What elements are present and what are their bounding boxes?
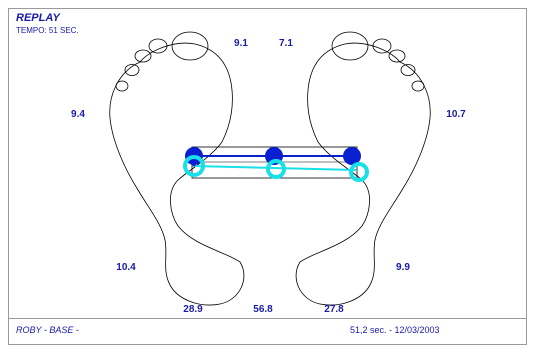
right-toe-5 — [412, 81, 424, 91]
left-toe-value: 9.1 — [221, 38, 261, 49]
footer-divider — [9, 318, 526, 319]
right-toe-2 — [373, 39, 391, 53]
right-total-value: 27.8 — [314, 304, 354, 315]
right-toe-value: 7.1 — [266, 38, 306, 49]
left-toe-3 — [135, 50, 151, 62]
light-trace-line — [194, 166, 356, 170]
left-total-value: 28.9 — [173, 304, 213, 315]
left-toe-2 — [149, 39, 167, 53]
right-heel-value: 9.9 — [383, 262, 423, 273]
left-heel-value: 10.4 — [106, 262, 146, 273]
grand-total-value: 56.8 — [243, 304, 283, 315]
light-marker-dot — [193, 164, 196, 167]
left-forefoot-value: 9.4 — [58, 109, 98, 120]
left-toe-5 — [116, 81, 128, 91]
right-toe-3 — [389, 50, 405, 62]
footer-timestamp: 51,2 sec. - 12/03/2003 — [350, 325, 440, 335]
right-forefoot-value: 10.7 — [436, 109, 476, 120]
footer-patient: ROBY - BASE - — [16, 325, 79, 335]
